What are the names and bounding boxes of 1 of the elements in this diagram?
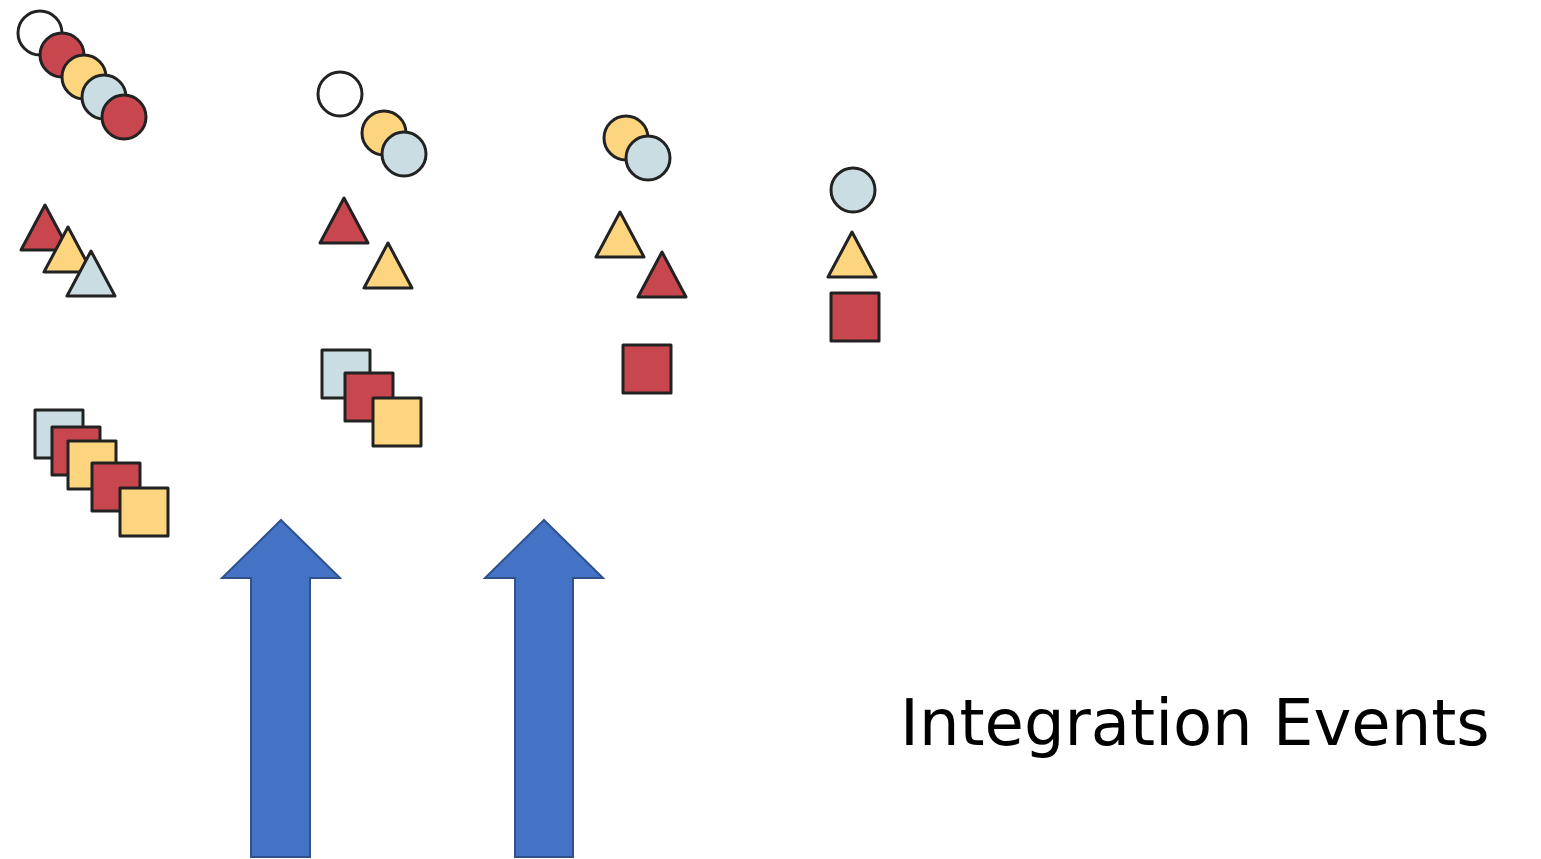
integration-events-label: Integration Events xyxy=(900,688,1490,759)
